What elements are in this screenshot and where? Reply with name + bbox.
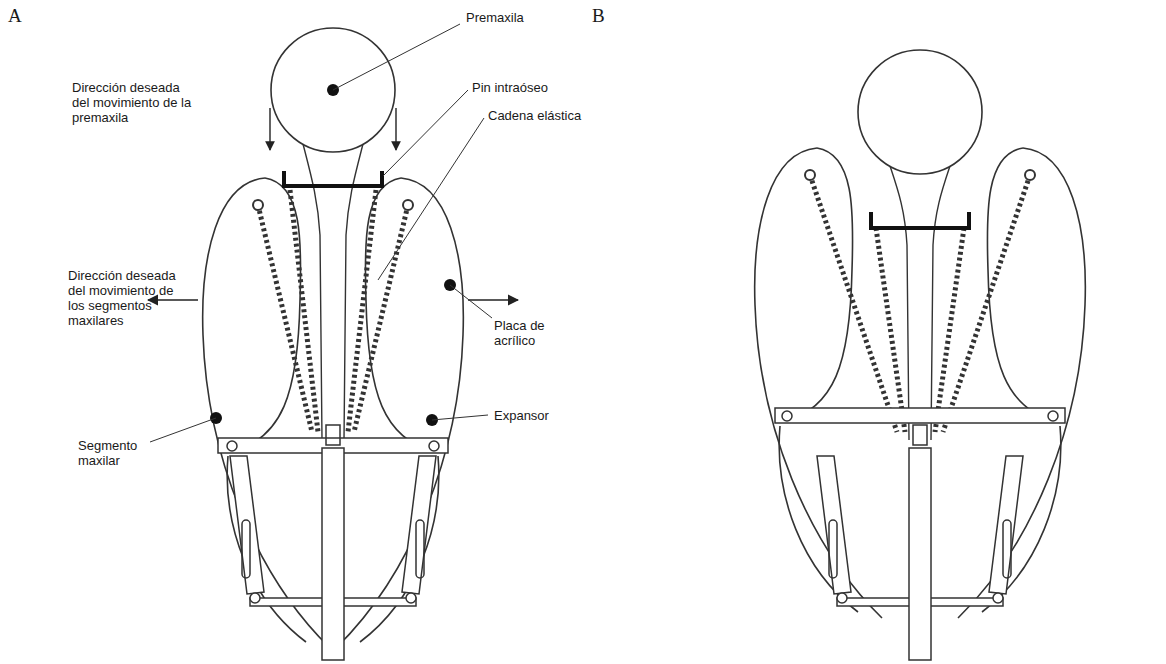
part-label: Pin intraóseo: [472, 80, 548, 95]
direction-note: Dirección deseada del movimiento de la p…: [72, 80, 194, 125]
part-label: Placa de acrílico: [494, 318, 560, 348]
panel-b-figure: [755, 50, 1086, 660]
part-label: Segmento maxilar: [78, 438, 148, 468]
panel-letter: A: [8, 6, 22, 26]
direction-note: Dirección deseada del movimiento de los …: [68, 268, 192, 328]
part-label: Premaxila: [466, 10, 524, 25]
panel-letter: B: [592, 6, 605, 26]
panel-a-figure: [148, 24, 518, 660]
part-label: Cadena elástica: [488, 108, 581, 123]
part-label: Expansor: [494, 408, 549, 423]
